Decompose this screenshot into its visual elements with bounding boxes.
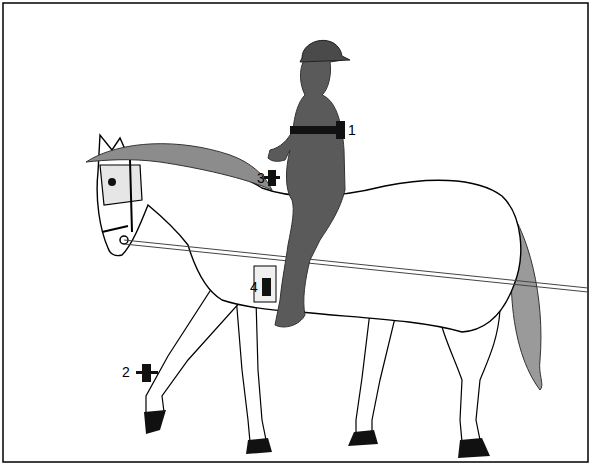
horse-eye	[108, 178, 116, 186]
sensor-belt	[290, 126, 344, 134]
sensor-strap	[136, 371, 158, 374]
bridle-strap	[102, 160, 132, 232]
callout-number: 4	[250, 279, 258, 295]
sensor-unit	[336, 121, 345, 139]
horse-hoof	[246, 438, 272, 454]
horse-hoof	[458, 438, 490, 458]
rider-helmet	[300, 40, 350, 62]
callout-number: 3	[257, 170, 265, 186]
callout-number: 1	[348, 122, 356, 138]
horse-leg	[356, 312, 395, 434]
rider-silhouette	[268, 42, 345, 327]
horse-leg	[146, 288, 242, 414]
sensor-unit	[262, 278, 271, 296]
horse-hoof	[144, 410, 166, 434]
sensor-strap	[264, 176, 280, 179]
lunge-line	[124, 240, 588, 292]
callout-number: 2	[122, 364, 130, 380]
frame-border	[3, 3, 588, 462]
bridle-mask	[100, 165, 142, 205]
horse-leg	[236, 296, 266, 442]
horse-hoof	[348, 430, 378, 446]
